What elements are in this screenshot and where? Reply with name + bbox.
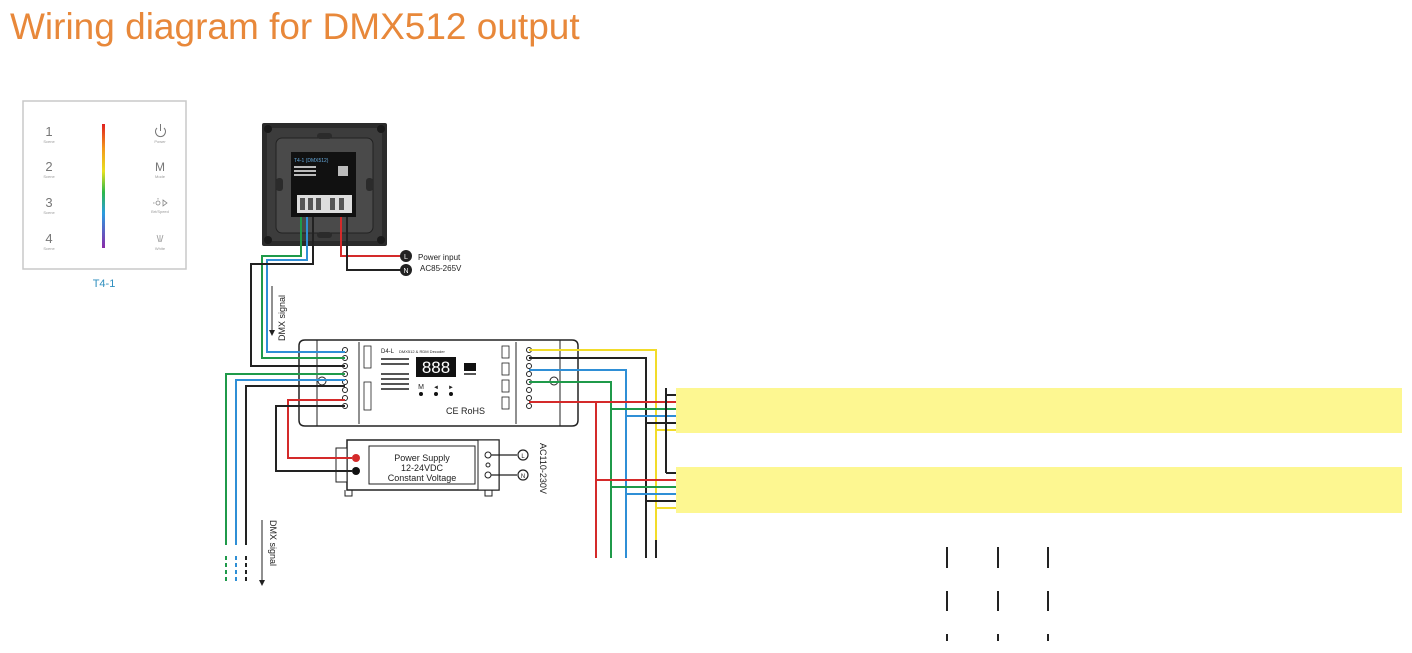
display-value: 888 (422, 358, 450, 377)
power-icon (155, 124, 166, 137)
power-input-label: Power input (418, 253, 461, 262)
dmx-signal-bottom: DMX signal (259, 520, 278, 586)
brightness-speed-label: Brt/Speed (151, 209, 169, 214)
dmx-signal-top-label: DMX signal (277, 295, 287, 341)
decoder-cert: CE RoHS (446, 406, 485, 416)
wire-psu-plus (287, 399, 352, 459)
decoder-d4-l: D4-L DMX512 & RDM Decoder 888 M ◄ ► CE R… (298, 339, 579, 427)
brightness-speed-icon (153, 198, 168, 207)
decoder-model: D4-L (381, 349, 395, 355)
mode-icon: M (155, 160, 165, 174)
mains-l-text: L (404, 254, 408, 261)
arrow-down-icon (269, 330, 275, 336)
wire-panel-dmx-blue (266, 217, 345, 353)
psu-ac-terminals: L N AC110-230V (517, 443, 548, 494)
scene-3-number: 3 (45, 195, 52, 210)
back-panel-model-text: T4-1 (DMX512) (294, 158, 329, 164)
panel-model-label: T4-1 (93, 278, 116, 290)
power-label: Power (154, 139, 166, 144)
wire-out-black (529, 357, 647, 555)
decoder-name: DMX512 & RDM Decoder (399, 349, 445, 354)
wire-panel-neutral (346, 217, 401, 271)
white-label: White (155, 246, 166, 251)
decoder-button-right: ► (448, 385, 454, 391)
mains-n-terminal (400, 264, 412, 276)
scene-1-number: 1 (45, 124, 52, 139)
t4-1-panel-back: T4-1 (DMX512) (262, 123, 387, 246)
scene-4-label: Scene (43, 246, 55, 251)
arrow-down-icon (259, 580, 265, 586)
wire-out-green (529, 381, 612, 555)
continuation-dashes-right (946, 547, 1049, 641)
scene-4-number: 4 (45, 231, 52, 246)
decoder-button-left: ◄ (433, 385, 439, 391)
psu-line3: Constant Voltage (388, 473, 457, 483)
mains-n-text: N (403, 268, 408, 275)
wire-panel-dmx-green (261, 217, 345, 359)
scene-2-label: Scene (43, 174, 55, 179)
color-slider-bar (102, 124, 105, 248)
led-strip-1 (676, 388, 1402, 433)
dmx-continuation-marks (225, 556, 247, 582)
output-continuation-marks (595, 540, 657, 558)
power-input-voltage: AC85-265V (420, 264, 462, 273)
wires (225, 217, 676, 555)
mains-terminals: L N Power input AC85-265V (400, 250, 462, 276)
mains-l-terminal (400, 250, 412, 262)
psu-line1: Power Supply (394, 453, 450, 463)
mode-label: Mode (155, 174, 166, 179)
white-icon (156, 234, 164, 243)
page-title: Wiring diagram for DMX512 output (10, 6, 580, 47)
psu-ac-label: AC110-230V (538, 443, 548, 494)
power-supply: Power Supply 12-24VDC Constant Voltage (335, 439, 500, 497)
dmx-signal-top: DMX signal (269, 286, 287, 341)
decoder-button-m: M (418, 384, 424, 391)
wire-dmx-out-blue (235, 379, 345, 545)
wire-dmx-out-black (245, 385, 345, 545)
led-strip-2 (676, 467, 1402, 513)
wire-panel-live (340, 217, 401, 257)
wire-dmx-out-green (225, 373, 345, 545)
wire-panel-dmx-black (250, 217, 345, 367)
t4-1-panel-front: 1 Scene 2 Scene 3 Scene 4 Scene Power M … (22, 100, 187, 290)
scene-3-label: Scene (43, 210, 55, 215)
scene-1-label: Scene (43, 139, 55, 144)
psu-ac-n-text: N (521, 474, 525, 480)
seven-segment-display (416, 357, 456, 377)
scene-2-number: 2 (45, 159, 52, 174)
dmx-signal-bottom-label: DMX signal (268, 520, 278, 566)
psu-ac-l-text: L (521, 454, 525, 460)
psu-line2: 12-24VDC (401, 463, 444, 473)
wire-psu-minus (275, 405, 352, 472)
